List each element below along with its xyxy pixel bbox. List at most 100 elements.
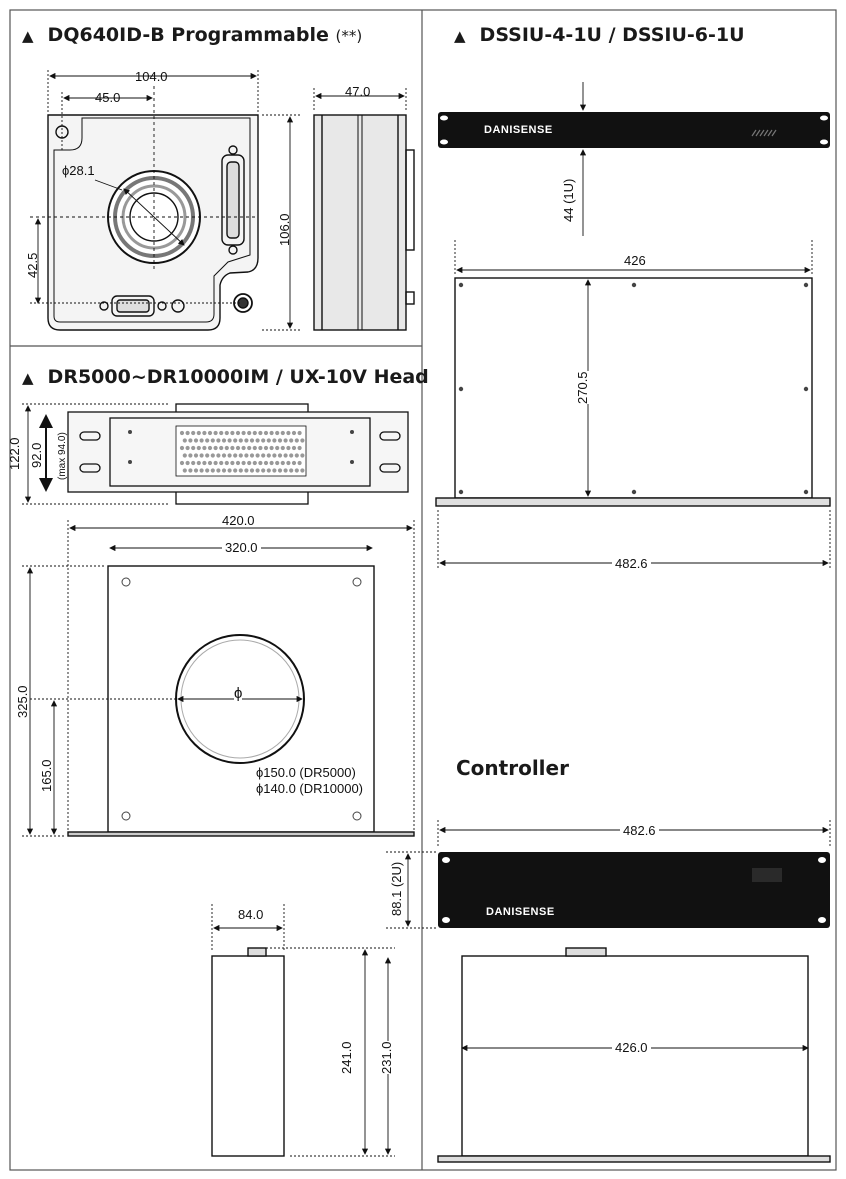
dssiu-depth-label: 270.5: [575, 371, 590, 404]
dssiu-unit-height-label: 44 (1U): [561, 178, 576, 222]
controller-side-width-label: 84.0: [238, 907, 264, 922]
dr5000-top-view: [67, 403, 409, 505]
vent-hole: [233, 438, 238, 443]
vent-hole: [188, 468, 193, 473]
vent-hole: [235, 445, 241, 451]
vent-hole: [210, 468, 215, 473]
vent-hole: [179, 445, 185, 451]
vent-hole: [191, 430, 196, 436]
vent-hole: [255, 468, 260, 473]
vent-hole: [210, 453, 215, 458]
vent-hole: [216, 453, 221, 458]
dq640-title-text: DQ640ID-B Programmable: [47, 24, 329, 46]
controller-top-view: [437, 947, 831, 1163]
vent-hole: [224, 430, 229, 436]
dssiu-inner-width-label: 426: [622, 253, 648, 268]
vent-hole: [263, 460, 269, 466]
vent-hole: [238, 468, 243, 473]
vent-hole: [227, 453, 232, 458]
controller-title-text: Controller: [456, 756, 569, 780]
dr5000-outer-height-label: 122.0: [7, 437, 22, 470]
vent-hole: [241, 460, 246, 466]
vent-hole: [249, 468, 255, 473]
vent-hole: [275, 445, 280, 451]
controller-side-view: [211, 947, 285, 1157]
vent-hole: [277, 468, 283, 473]
vent-hole: [297, 445, 302, 451]
vent-hole: [247, 430, 252, 436]
vent-hole: [291, 445, 297, 451]
vent-hole: [300, 438, 305, 443]
vent-hole: [266, 468, 271, 473]
page-dividers: [9, 9, 837, 1171]
vent-hole: [230, 430, 235, 436]
vent-hole: [182, 438, 187, 443]
controller-unit-height-label: 88.1 (2U): [389, 861, 404, 916]
vent-hole: [258, 430, 263, 436]
vent-hole: [272, 453, 277, 458]
vent-hole: [252, 430, 257, 436]
controller-front-panel: [438, 852, 830, 928]
dr5000-aperture-dr10000-label: ϕ140.0 (DR10000): [256, 781, 364, 796]
vent-hole: [272, 468, 277, 473]
vent-hole: [213, 430, 218, 436]
vent-hole: [210, 438, 215, 443]
dr5000-vent-holes: [179, 430, 305, 473]
vent-hole: [221, 438, 227, 443]
vent-hole: [283, 453, 288, 458]
vent-hole: [244, 468, 249, 473]
section-title-dssiu: ▲ DSSIU-4-1U / DSSIU-6-1U: [454, 24, 745, 46]
dq640-width-label: 104.0: [135, 69, 168, 84]
vent-hole: [179, 430, 185, 436]
vent-hole: [182, 468, 187, 473]
vent-hole: [230, 460, 235, 466]
vent-hole: [275, 430, 280, 436]
dq640-dimensions: [30, 70, 407, 331]
vent-hole: [283, 468, 288, 473]
dr5000-front-dimensions: [22, 520, 415, 837]
vent-hole: [297, 430, 302, 436]
triangle-marker-icon: ▲: [454, 27, 466, 45]
vent-hole: [221, 468, 227, 473]
dssiu-front-panel: [438, 112, 830, 148]
vent-hole: [300, 468, 305, 473]
vent-hole: [272, 438, 277, 443]
dr5000-height-label: 325.0: [15, 685, 30, 718]
vent-hole: [280, 430, 285, 436]
vent-hole: [291, 430, 297, 436]
vent-hole: [297, 460, 302, 466]
vent-hole: [233, 468, 238, 473]
vent-hole: [300, 453, 305, 458]
vent-hole: [191, 460, 196, 466]
dr5000-phi-label: ϕ: [234, 685, 243, 702]
vent-hole: [196, 430, 201, 436]
vent-hole: [207, 460, 213, 466]
vent-hole: [224, 460, 229, 466]
vent-hole: [182, 453, 187, 458]
section-title-dr5000: ▲DR5000~DR10000IM / UX-10V Head: [22, 366, 429, 388]
vent-hole: [188, 453, 193, 458]
vent-hole: [185, 430, 190, 436]
controller-depth-inner-label: 231.0: [379, 1041, 394, 1074]
dq640-height-label: 106.0: [277, 213, 292, 246]
vent-hole: [244, 453, 249, 458]
dssiu-title-text: DSSIU-4-1U / DSSIU-6-1U: [479, 24, 745, 46]
dq640-depth-label: 47.0: [345, 84, 371, 99]
dssiu-top-view: [435, 277, 831, 507]
vent-hole: [196, 460, 201, 466]
vent-hole: [213, 445, 218, 451]
vent-hole: [185, 460, 190, 466]
vent-hole: [199, 453, 204, 458]
dr5000-center-height-label: 165.0: [39, 759, 54, 792]
controller-depth-outer-label: 241.0: [339, 1041, 354, 1074]
vent-hole: [205, 468, 210, 473]
vent-hole: [277, 453, 283, 458]
dr5000-top-dimensions: [22, 403, 170, 505]
triangle-marker-icon: ▲: [22, 369, 34, 387]
vent-hole: [291, 460, 297, 466]
dq640-diameter-label: ϕ28.1: [62, 163, 95, 178]
vent-hole: [199, 468, 204, 473]
vent-hole: [219, 460, 224, 466]
vent-hole: [213, 460, 218, 466]
vent-hole: [263, 445, 269, 451]
